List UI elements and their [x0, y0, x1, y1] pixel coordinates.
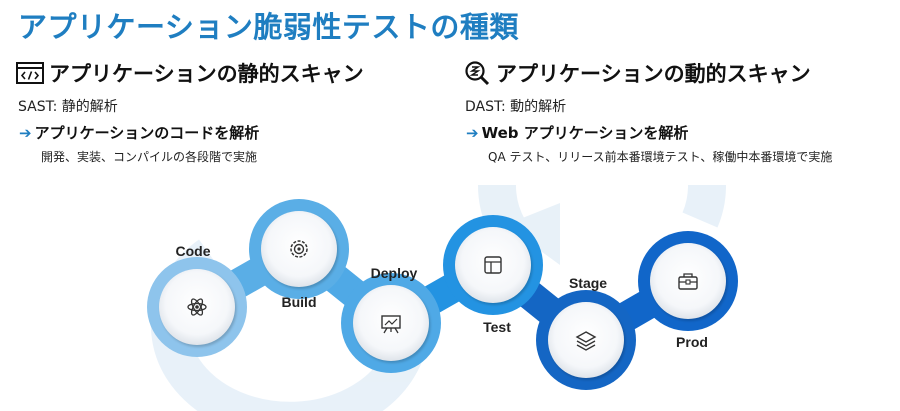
atom-icon [187, 298, 207, 316]
dast-heading: アプリケーションの動的スキャン [462, 58, 832, 88]
stage-label-prod: Prod [676, 334, 708, 350]
code-window-icon [16, 62, 44, 84]
stage-node-prod [638, 231, 738, 331]
stage-label-deploy: Deploy [371, 265, 418, 281]
window-grid-icon [484, 256, 502, 274]
stage-node-stage [536, 290, 636, 390]
sast-abbreviation: SAST: 静的解析 [18, 99, 118, 115]
dast-point-text: Web アプリケーションを解析 [481, 124, 689, 142]
stage-label-code: Code [176, 243, 211, 259]
stage-disc-stage [548, 302, 624, 378]
right-cycle-arrow [478, 185, 726, 270]
page-title: アプリケーション脆弱性テストの種類 [18, 10, 519, 44]
sast-section: アプリケーションの静的スキャン SAST: 静的解析 ➔アプリケーションのコード… [15, 58, 364, 165]
target-gear-icon [290, 240, 308, 258]
arrow-icon: ➔ [19, 124, 32, 142]
dast-point: ➔Web アプリケーションを解析 [466, 122, 832, 143]
dast-detail: QA テスト、リリース前本番環境テスト、稼働中本番環境で実施 [488, 150, 833, 164]
sast-detail: 開発、実装、コンパイルの各段階で実施 [41, 150, 258, 164]
presentation-board-icon [381, 315, 401, 334]
sast-point: ➔アプリケーションのコードを解析 [19, 122, 364, 143]
stage-node-code [147, 257, 247, 357]
sast-heading-text: アプリケーションの静的スキャン [49, 62, 364, 86]
pipeline-rings [147, 199, 738, 390]
right-cycle-arrowhead [505, 203, 560, 265]
layers-icon [575, 331, 597, 351]
stage-disc-test [455, 227, 531, 303]
sast-point-text: アプリケーションのコードを解析 [34, 124, 260, 142]
arrow-icon: ➔ [466, 124, 479, 142]
stage-label-build: Build [282, 294, 317, 310]
toolbox-icon [678, 273, 698, 290]
stage-node-deploy [341, 273, 441, 373]
dast-heading-text: アプリケーションの動的スキャン [496, 62, 811, 86]
dast-abbreviation: DAST: 動的解析 [465, 99, 567, 115]
stage-node-test [443, 215, 543, 315]
magnifier-scan-icon [465, 61, 490, 86]
sast-heading: アプリケーションの静的スキャン [15, 58, 364, 88]
stage-label-test: Test [483, 319, 511, 335]
stage-label-stage: Stage [569, 275, 607, 291]
dast-section: アプリケーションの動的スキャン DAST: 動的解析 ➔Web アプリケーション… [462, 58, 832, 165]
stage-node-build [249, 199, 349, 299]
